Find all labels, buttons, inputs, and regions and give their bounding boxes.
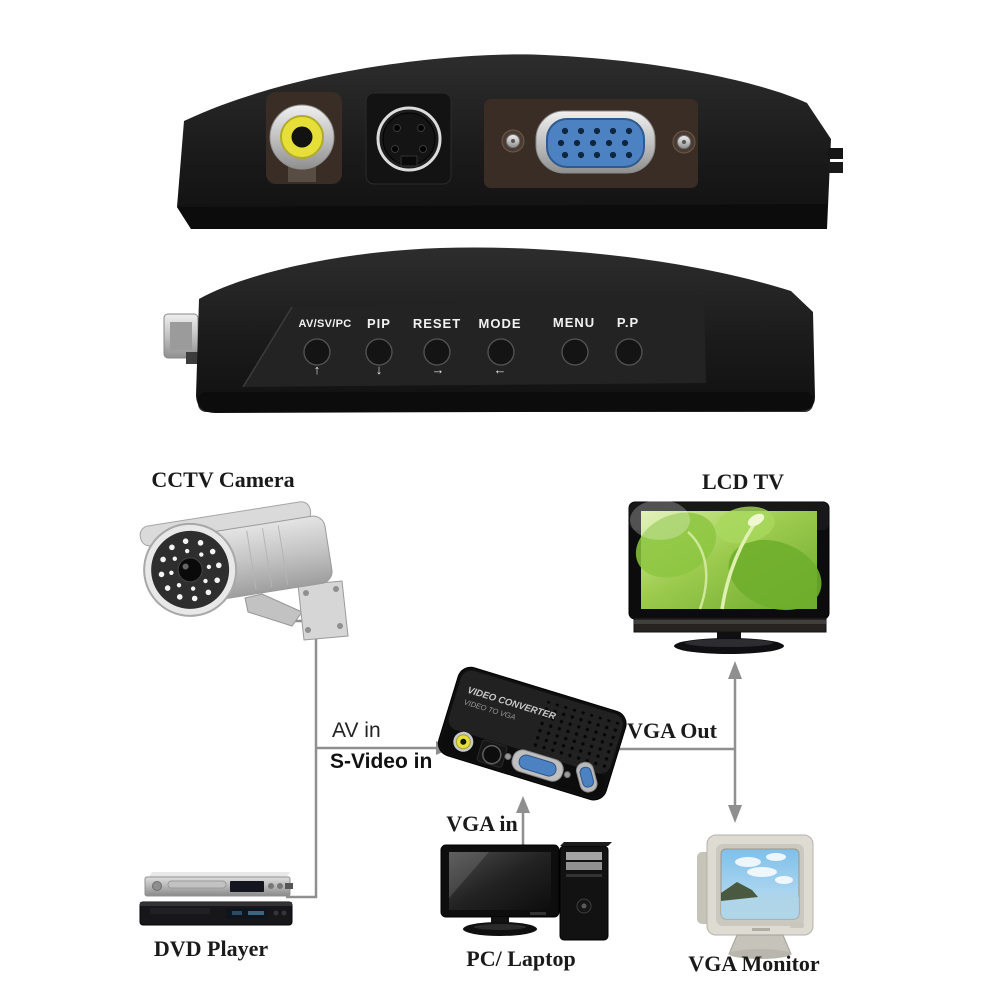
lcd-tv-image — [628, 500, 830, 654]
arrow-left-icon: ← — [493, 362, 507, 377]
button-mode — [487, 338, 515, 366]
ir-led-ring — [158, 538, 222, 602]
vga-out-label: VGA Out — [627, 718, 717, 743]
arrow-up-icon — [516, 796, 530, 813]
button-label-mode: MODE — [478, 316, 522, 331]
vga-port — [484, 99, 698, 188]
arrow-up-icon — [728, 661, 742, 679]
button-label-pp: P.P — [616, 315, 640, 330]
vga-screw-left — [501, 129, 525, 153]
button-label-pip: PIP — [367, 316, 391, 331]
button-label-reset: RESET — [412, 316, 462, 331]
arrow-down-icon — [728, 805, 742, 823]
converter-rca-port — [453, 731, 474, 752]
av-in-label: AV in — [332, 719, 381, 742]
dvd-player-image — [139, 872, 293, 926]
left-connector-face — [170, 322, 192, 350]
converter-box-image: VIDEO CONVERTER VIDEO TO VGA — [437, 666, 627, 801]
camera-bracket-plate — [297, 580, 349, 641]
panel-buttons — [303, 338, 643, 366]
converter-rear-photo — [177, 54, 843, 230]
button-panel — [243, 295, 706, 387]
pc-tower — [559, 845, 609, 941]
vga-monitor-image — [697, 834, 814, 959]
converter-front-photo — [163, 247, 815, 413]
button-label-av-sv-pc: AV/SV/PC — [298, 318, 352, 330]
converter-svideo-port — [476, 739, 508, 768]
arrow-up-icon: ↑ — [313, 362, 321, 377]
arrow-down-icon: ↓ — [375, 362, 383, 377]
panel-ridge — [242, 306, 293, 388]
cctv-camera-image — [139, 501, 349, 641]
converter-vga-front-port — [504, 749, 571, 782]
button-label-menu: MENU — [552, 315, 596, 330]
vga-screw-right — [672, 130, 696, 154]
s-video-port — [365, 92, 452, 185]
converter-vga-side-port — [575, 761, 598, 793]
tv-stand-neck — [717, 632, 741, 641]
device-front-edge — [177, 204, 827, 229]
pc-laptop-image — [440, 842, 612, 941]
dvd-player-label: DVD Player — [153, 936, 269, 961]
pc-monitor-screen — [449, 852, 551, 910]
pc-laptop-label: PC/ Laptop — [466, 946, 576, 971]
cctv-camera-label: CCTV Camera — [151, 467, 295, 492]
device-bottom-band — [198, 392, 813, 412]
button-av-sv-pc — [303, 338, 331, 366]
s-video-in-label: S-Video in — [330, 750, 433, 773]
lcd-tv-label: LCD TV — [701, 469, 785, 494]
composite-video-port — [266, 92, 342, 184]
arrow-right-icon: → — [431, 362, 445, 377]
camera-lens — [177, 557, 203, 583]
left-connector-pin — [186, 352, 198, 364]
side-switch — [828, 162, 843, 173]
camera-bracket-arm — [244, 593, 303, 627]
vga-monitor-label: VGA Monitor — [688, 951, 820, 976]
connection-lines — [285, 619, 737, 899]
side-switch — [828, 148, 843, 159]
button-reset — [423, 338, 451, 366]
button-pp — [615, 338, 643, 366]
vent-holes — [529, 699, 620, 773]
button-pip — [365, 338, 393, 366]
left-rail — [285, 619, 318, 899]
vga-in-label: VGA in — [446, 811, 518, 836]
button-menu — [561, 338, 589, 366]
